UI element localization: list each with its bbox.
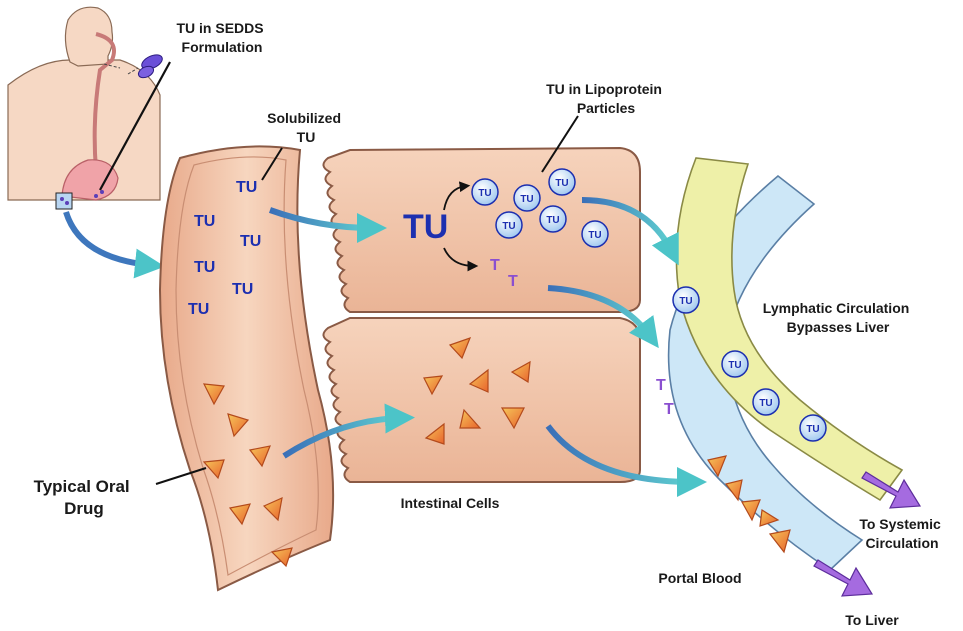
lipoprotein-particle: TU	[673, 287, 699, 313]
svg-text:TU: TU	[546, 215, 559, 226]
svg-text:TU: TU	[478, 188, 491, 199]
t-molecule: T	[656, 377, 666, 394]
t-molecule: T	[490, 257, 500, 274]
lipoprotein-particle: TU	[722, 351, 748, 377]
lipoprotein-particle: TU	[514, 185, 540, 211]
lipoprotein-particle: TU	[582, 221, 608, 247]
tu-molecule-large: TU	[403, 208, 448, 246]
intestine-lumen	[160, 146, 333, 590]
solubilized-tu-label: Solubilized TU	[267, 110, 345, 145]
intestinal-cell-lower	[323, 318, 640, 482]
sedds-label: TU in SEDDS Formulation	[176, 20, 267, 55]
tu-molecule: TU	[236, 179, 257, 196]
tu-molecule: TU	[194, 213, 215, 230]
lipoprotein-particle: TU	[472, 179, 498, 205]
svg-text:TU: TU	[555, 178, 568, 189]
intestinal-cells-label: Intestinal Cells	[401, 495, 500, 511]
tu-molecule: TU	[188, 301, 209, 318]
tu-molecule: TU	[194, 259, 215, 276]
svg-text:TU: TU	[806, 424, 819, 435]
to-systemic-circulation-label: To Systemic Circulation	[859, 516, 944, 551]
svg-text:TU: TU	[679, 296, 692, 307]
stomach-to-intestine-arrow	[66, 212, 150, 265]
tu-molecule: TU	[240, 233, 261, 250]
lipoprotein-label: TU in Lipoprotein Particles	[546, 81, 666, 116]
typical-oral-drug-label: Typical Oral Drug	[34, 477, 135, 518]
portal-blood-label: Portal Blood	[658, 570, 741, 586]
t-molecule: T	[664, 401, 674, 418]
lipoprotein-particle: TU	[540, 206, 566, 232]
lipoprotein-particle: TU	[496, 212, 522, 238]
lipoprotein-particle: TU	[549, 169, 575, 195]
t-molecule: T	[508, 273, 518, 290]
lymphatic-circulation-label: Lymphatic Circulation Bypasses Liver	[763, 300, 913, 335]
to-liver-arrow	[814, 560, 872, 596]
svg-text:TU: TU	[520, 194, 533, 205]
svg-text:TU: TU	[588, 230, 601, 241]
svg-text:TU: TU	[502, 221, 515, 232]
tu-molecule: TU	[232, 281, 253, 298]
lipoprotein-particle: TU	[800, 415, 826, 441]
svg-text:TU: TU	[728, 360, 741, 371]
to-liver-label: To Liver	[845, 612, 899, 628]
sedds-capsules-icon	[137, 52, 165, 80]
human-figure-illustration	[8, 7, 160, 209]
lipoprotein-particle: TU	[753, 389, 779, 415]
svg-text:TU: TU	[759, 398, 772, 409]
